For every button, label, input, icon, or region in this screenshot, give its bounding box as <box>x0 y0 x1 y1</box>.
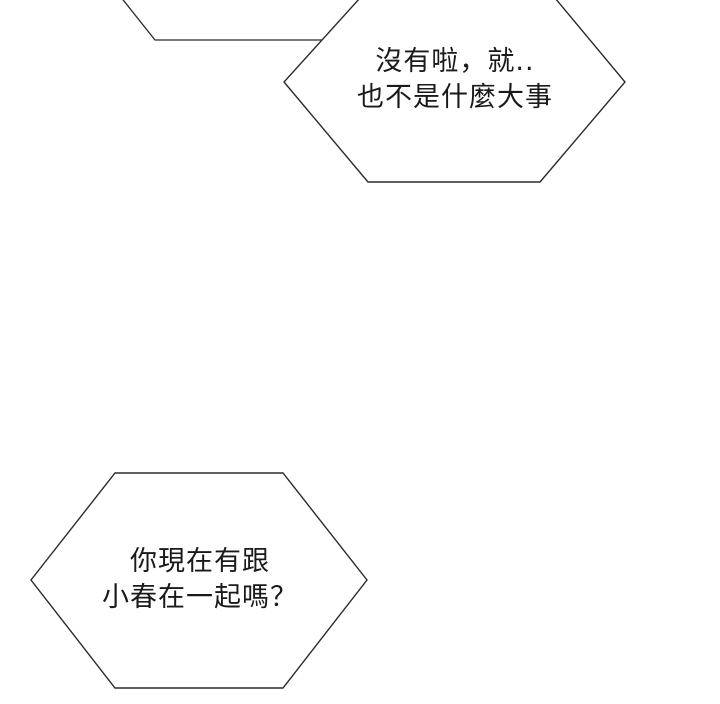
speech-bubble-2-outline <box>30 472 368 689</box>
speech-line: 你現在有跟 <box>130 546 270 577</box>
speech-line: 也不是什麼大事 <box>357 82 553 113</box>
speech-bubble-2-text: 你現在有跟 小春在一起嗎？ <box>40 544 360 616</box>
speech-bubble-1-text: 沒有啦，就.. 也不是什麼大事 <box>300 44 610 116</box>
speech-line: 沒有啦，就.. <box>375 46 535 77</box>
speech-bubble-1-outline <box>283 0 626 183</box>
speech-line: 小春在一起嗎？ <box>102 582 298 613</box>
